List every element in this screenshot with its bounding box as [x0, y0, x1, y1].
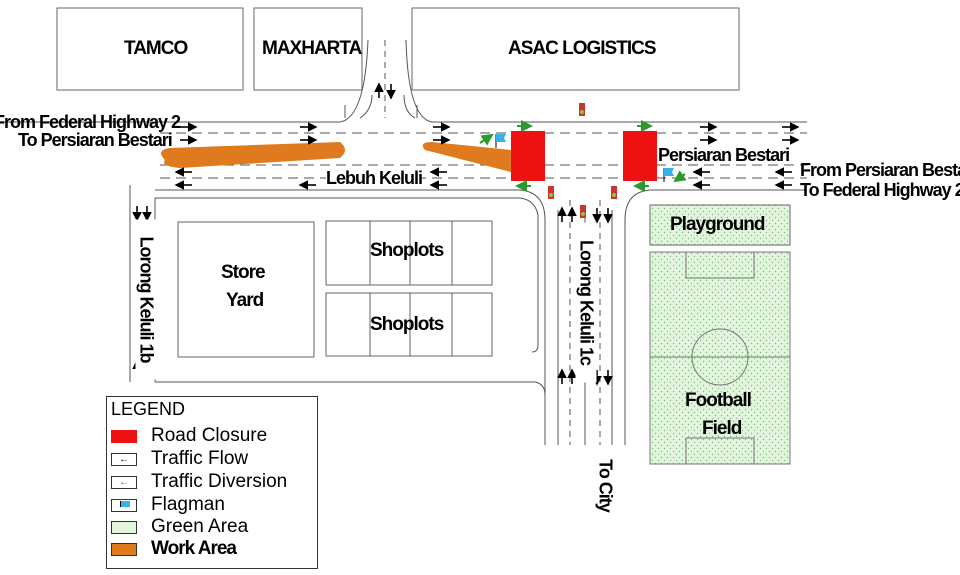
- label-tamco: TAMCO: [124, 38, 188, 59]
- label-lebuh-keluli: Lebuh Keluli: [326, 168, 423, 189]
- legend-label: Traffic Flow: [151, 448, 249, 469]
- label-lorong-1c: Lorong Keluli 1c: [575, 222, 597, 383]
- main-road: [0, 39, 807, 191]
- label-maxharta: MAXHARTA: [262, 38, 362, 59]
- label-yard: Yard: [226, 290, 264, 311]
- legend-work-area: Work Area: [111, 538, 237, 560]
- playground: [649, 204, 791, 246]
- label-from-fed-hwy: From Federal Highway 2: [0, 112, 181, 132]
- legend-label: Work Area: [151, 538, 237, 559]
- label-shoplots-1: Shoplots: [370, 240, 444, 261]
- label-to-city: To City: [595, 459, 616, 512]
- label-persiaran-bestari: Persiaran Bestari: [658, 145, 790, 165]
- shoplots-block: [325, 220, 493, 357]
- label-from-persiaran: From Persiaran Bestari: [800, 160, 960, 180]
- legend-green-area: Green Area: [111, 516, 248, 538]
- work-area-west: [161, 142, 345, 168]
- legend-label: Road Closure: [151, 425, 268, 446]
- label-field: Field: [702, 418, 742, 439]
- label-football: Football: [685, 390, 752, 411]
- legend-traffic-flow: ← Traffic Flow: [111, 448, 248, 470]
- traffic-flow-arrows: [132, 82, 800, 386]
- red-box-icon: [111, 429, 137, 443]
- building-maxharta: [253, 7, 363, 91]
- flag-icon: [111, 498, 137, 512]
- building-asac: [411, 7, 740, 91]
- road-closure-east: [623, 131, 657, 181]
- green-arrow-icon: ←: [111, 475, 137, 489]
- legend-label: Flagman: [151, 494, 225, 515]
- flagman-icons: [495, 134, 674, 182]
- legend-traffic-diversion: ← Traffic Diversion: [111, 471, 287, 493]
- label-to-persiaran: To Persiaran Bestari: [18, 130, 173, 150]
- label-store: Store: [221, 262, 266, 283]
- football-field: [649, 251, 791, 465]
- traffic-diversion-arrows: [479, 120, 687, 192]
- black-arrow-icon: ←: [111, 452, 137, 466]
- label-lorong-1b: Lorong Keluli 1b: [135, 219, 157, 380]
- work-area-east: [422, 142, 511, 172]
- orange-box-icon: [111, 542, 137, 556]
- legend-label: Traffic Diversion: [151, 471, 288, 492]
- road-closure-west: [511, 131, 545, 181]
- building-tamco: [56, 7, 244, 91]
- legend-flagman: Flagman: [111, 494, 225, 516]
- label-shoplots-2: Shoplots: [370, 314, 444, 335]
- dotted-green-icon: [111, 520, 137, 534]
- legend-title: LEGEND: [111, 399, 186, 419]
- legend-label: Green Area: [151, 516, 249, 537]
- legend-road-closure: Road Closure: [111, 425, 267, 447]
- label-asac: ASAC LOGISTICS: [508, 38, 657, 59]
- traffic-light-icons: [548, 103, 617, 218]
- legend: LEGEND Road Closure ← Traffic Flow ← Traff…: [106, 396, 318, 569]
- store-yard: [177, 221, 315, 358]
- label-playground: Playground: [670, 214, 766, 235]
- label-to-fed-hwy: To Federal Highway 2: [800, 180, 960, 200]
